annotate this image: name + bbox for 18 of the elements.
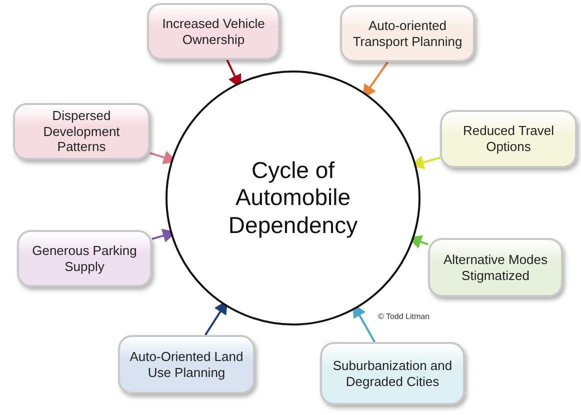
callout-text: Auto-oriented Transport Planning (352, 18, 464, 50)
callout-box (17, 230, 152, 287)
callout-text: Reduced Travel Options (462, 123, 556, 155)
callout-box (428, 238, 563, 297)
callout-text: Dispersed Development Patterns (42, 108, 121, 155)
callout-text: Generous Parking Supply (31, 242, 138, 274)
callout-box (13, 103, 150, 160)
callout-box (118, 335, 255, 394)
callout-text: Suburbanization and Degraded Cities (332, 358, 454, 390)
cycle-title: Cycle of Automobile Dependency (227, 156, 359, 240)
callout-box (147, 3, 280, 60)
callout-text: Alternative Modes Stigmatized (442, 252, 549, 284)
copyright-note: © Todd Litman (378, 312, 430, 321)
callout-box (320, 342, 465, 405)
callout-box (440, 110, 577, 168)
callout-text: Increased Vehicle Ownership (161, 16, 266, 48)
callout-text: Auto-Oriented Land Use Planning (128, 348, 244, 380)
callout-box (340, 5, 475, 62)
